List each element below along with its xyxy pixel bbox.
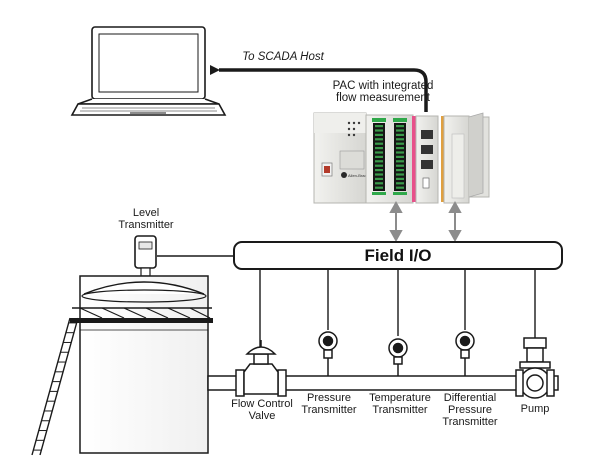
storage-tank-icon xyxy=(31,275,213,456)
pac-fieldio-link xyxy=(389,200,462,243)
temperature-transmitter-label: Temperature Transmitter xyxy=(369,392,431,416)
scada-host-label: To SCADA Host xyxy=(242,51,324,63)
laptop-icon xyxy=(70,26,227,116)
ab-logo-icon xyxy=(341,172,347,178)
level-transmitter-label: Level Transmitter xyxy=(118,207,174,231)
pac-label: PAC with integrated flow measurement xyxy=(332,80,434,104)
pressure-transmitter-icon xyxy=(318,331,338,376)
pump-label: Pump xyxy=(520,403,550,415)
temperature-transmitter-icon xyxy=(388,338,408,376)
field-io-label: Field I/O xyxy=(364,245,432,265)
pac-controller: Allen-Bradley xyxy=(313,112,490,204)
differential-pressure-transmitter-label: Differential Pressure Transmitter xyxy=(442,392,498,428)
brand-label: Allen-Bradley xyxy=(348,173,372,178)
pump-icon xyxy=(515,337,555,399)
flow-control-valve-label: Flow Control Valve xyxy=(231,398,293,422)
level-transmitter-icon xyxy=(134,235,157,277)
scada-link-arrow xyxy=(210,65,428,112)
flow-control-valve-icon xyxy=(235,340,287,397)
field-wiring xyxy=(157,255,536,356)
differential-pressure-transmitter-icon xyxy=(455,331,475,376)
io-terminal-leds xyxy=(375,125,404,189)
pressure-transmitter-label: Pressure Transmitter xyxy=(301,392,357,416)
field-io-box: Field I/O xyxy=(233,241,563,270)
